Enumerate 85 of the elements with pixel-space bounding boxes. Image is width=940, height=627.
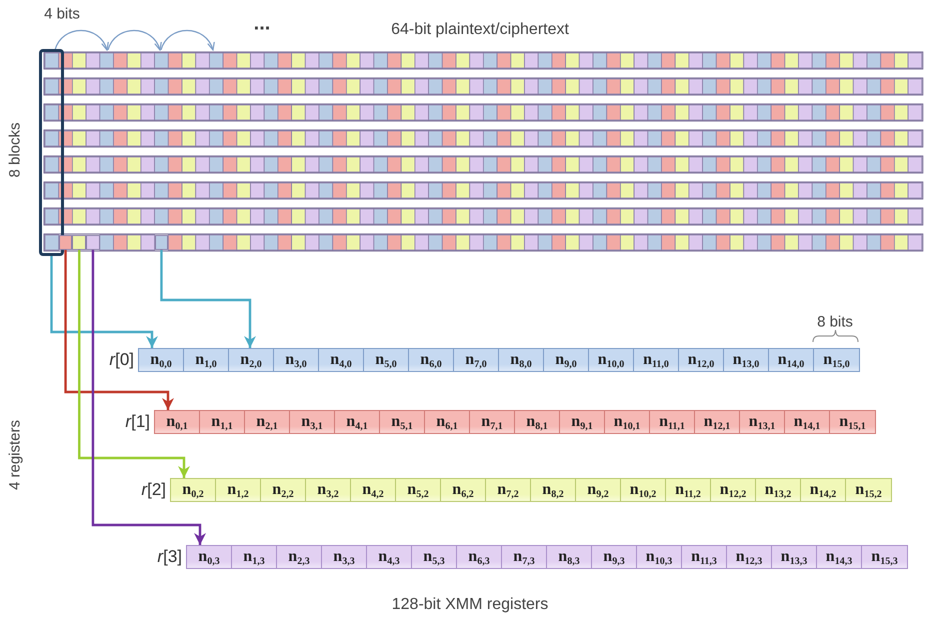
register-label: r[2] (140, 480, 166, 500)
nibble-label: n$_{3,2}$ (317, 482, 339, 498)
nibble-label: n$_{0,2}$ (182, 482, 204, 498)
nibble-label: n$_{6,3}$ (468, 549, 490, 565)
nibble-label: n$_{4,0}$ (330, 352, 352, 368)
nibble-label: n$_{9,2}$ (587, 482, 609, 498)
side-label: 8 blocks (6, 122, 24, 178)
nibble-label: n$_{4,1}$ (346, 414, 368, 430)
bit-cell (154, 235, 168, 250)
register-label: r[1] (124, 412, 150, 432)
nibble-label: n$_{8,0}$ (510, 352, 532, 368)
nibble-label: n$_{13,2}$ (764, 482, 792, 498)
nibble-label: n$_{0,1}$ (166, 414, 188, 430)
caption: 128-bit XMM registers (392, 596, 548, 614)
nibble-label: n$_{7,3}$ (513, 549, 535, 565)
nibble-label: n$_{2,1}$ (256, 414, 278, 430)
nibble-label: n$_{6,2}$ (452, 482, 474, 498)
arrow (64, 250, 174, 410)
nibble-label: n$_{11,3}$ (691, 549, 717, 565)
nibble-label: n$_{0,3}$ (198, 549, 220, 565)
nibble-label: n$_{3,0}$ (285, 352, 307, 368)
nibble-label: n$_{7,2}$ (497, 482, 519, 498)
block-label: 64-bit plaintext/ciphertext (391, 21, 569, 39)
nibble-label: n$_{7,0}$ (465, 352, 487, 368)
nibble-label: n$_{4,3}$ (378, 549, 400, 565)
nibble-label: n$_{15,1}$ (839, 414, 866, 430)
nibble-label: n$_{13,0}$ (732, 352, 760, 368)
nibble-label: n$_{15,2}$ (855, 482, 882, 498)
nibble-label: n$_{9,3}$ (603, 549, 625, 565)
nibble-label: n$_{8,1}$ (526, 414, 548, 430)
width-label: 8 bits (817, 314, 853, 330)
nibble-label: n$_{2,3}$ (288, 549, 310, 565)
bit-cell (58, 235, 72, 250)
nibble-label: n$_{3,1}$ (301, 414, 323, 430)
nibble-label: n$_{7,1}$ (481, 414, 503, 430)
nibble-label: n$_{8,2}$ (542, 482, 564, 498)
nibble-label: n$_{2,2}$ (272, 482, 294, 498)
nibble-label: n$_{14,2}$ (810, 482, 836, 498)
nibble-label: n$_{13,3}$ (780, 549, 808, 565)
side-label: 4 registers (6, 420, 24, 490)
nibble-label: n$_{5,2}$ (407, 482, 429, 498)
register-label: r[0] (108, 350, 134, 370)
nibble-label: n$_{14,0}$ (778, 352, 804, 368)
ellipsis: ... (254, 12, 270, 36)
nibble-label: n$_{12,1}$ (704, 414, 730, 430)
nibble-label: n$_{4,2}$ (362, 482, 384, 498)
nibble-label: n$_{12,3}$ (736, 549, 762, 565)
nibble-label: n$_{1,2}$ (227, 482, 249, 498)
nibble-label: n$_{5,1}$ (391, 414, 413, 430)
column-highlight (39, 49, 64, 256)
nibble-label: n$_{11,0}$ (643, 352, 669, 368)
nibble-label: n$_{6,0}$ (420, 352, 442, 368)
nibble-label: n$_{1,1}$ (211, 414, 233, 430)
nibble-label: n$_{5,3}$ (423, 549, 445, 565)
nibble-label: n$_{15,0}$ (823, 352, 850, 368)
nibble-label: n$_{10,0}$ (598, 352, 624, 368)
nibble-label: n$_{8,3}$ (558, 549, 580, 565)
register-label: r[3] (156, 547, 182, 567)
nibble-label: n$_{1,0}$ (195, 352, 217, 368)
arrow (78, 250, 190, 478)
nibble-label: n$_{10,3}$ (646, 549, 672, 565)
nibble-label: n$_{0,0}$ (150, 352, 172, 368)
nibble-label: n$_{12,0}$ (688, 352, 714, 368)
nibble-label: n$_{14,3}$ (826, 549, 852, 565)
arrow (92, 250, 206, 545)
arrow (160, 250, 256, 348)
nibble-label: n$_{13,1}$ (748, 414, 776, 430)
nibble-label: n$_{14,1}$ (794, 414, 820, 430)
nibble-label: n$_{12,2}$ (720, 482, 746, 498)
nibble-label: n$_{11,2}$ (675, 482, 701, 498)
width-label: 4 bits (44, 6, 80, 22)
nibble-label: n$_{2,0}$ (240, 352, 262, 368)
nibble-label: n$_{5,0}$ (375, 352, 397, 368)
nibble-label: n$_{11,1}$ (659, 414, 685, 430)
nibble-label: n$_{9,0}$ (555, 352, 577, 368)
bit-cell (86, 235, 100, 250)
nibble-label: n$_{6,1}$ (436, 414, 458, 430)
arrow (50, 256, 158, 348)
nibble-label: n$_{10,1}$ (614, 414, 640, 430)
nibble-label: n$_{9,1}$ (571, 414, 593, 430)
nibble-label: n$_{15,3}$ (871, 549, 898, 565)
nibble-label: n$_{3,3}$ (333, 549, 355, 565)
bit-cell (72, 235, 86, 250)
nibble-label: n$_{10,2}$ (630, 482, 656, 498)
nibble-label: n$_{1,3}$ (243, 549, 265, 565)
